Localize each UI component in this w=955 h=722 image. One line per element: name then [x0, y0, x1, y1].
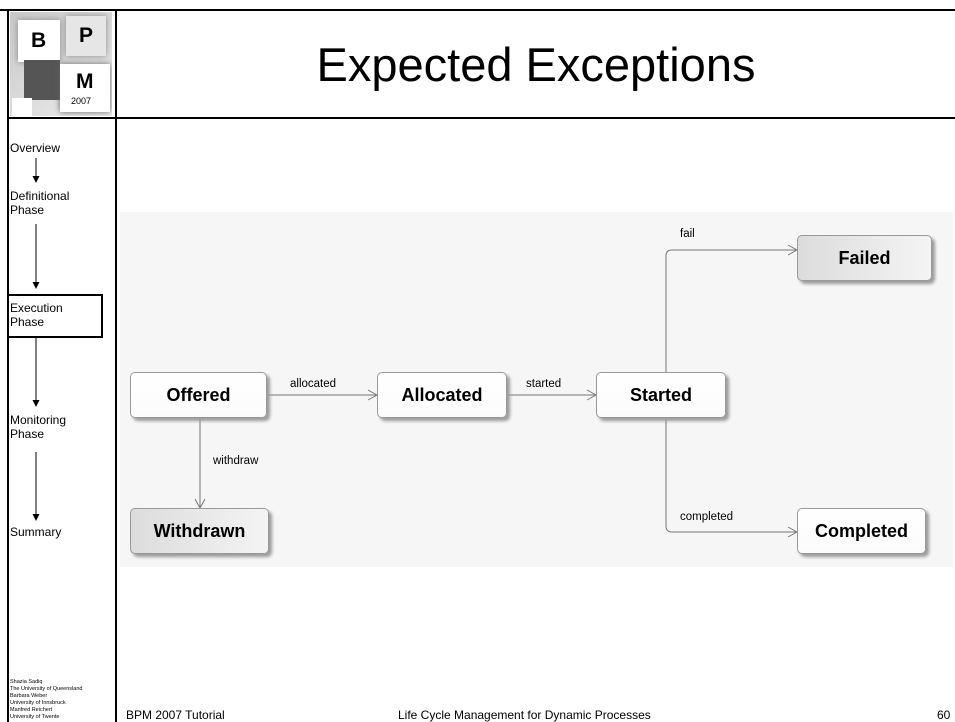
author-line: University of Twente	[10, 714, 60, 720]
nav-item-execution-phase[interactable]: Execution Phase	[10, 301, 63, 329]
author-line: Shazia Sadiq	[10, 679, 43, 685]
footer-subtitle: Life Cycle Management for Dynamic Proces…	[398, 708, 651, 722]
frame-sidebar-divider	[115, 9, 117, 722]
nav-arrow-down-icon	[32, 452, 40, 521]
author-line: University of Innsbruck	[10, 700, 66, 706]
nav-item-monitoring-phase[interactable]: Monitoring Phase	[10, 413, 67, 441]
author-list: Shazia Sadiq The University of Queenslan…	[10, 679, 114, 721]
page-number: 60	[937, 708, 951, 722]
nav-item-summary[interactable]: Summary	[10, 525, 62, 539]
slide-title: Expected Exceptions	[316, 37, 756, 91]
edge-started-failed	[665, 249, 797, 372]
nav-item-overview[interactable]: Overview	[10, 141, 61, 155]
logo-letter-p: P	[79, 24, 94, 47]
footer-tutorial: BPM 2007 Tutorial	[126, 708, 225, 722]
state-completed[interactable]: Completed	[797, 508, 926, 554]
edge-label-fail: fail	[680, 228, 695, 240]
nav-arrow-down-icon	[32, 158, 40, 183]
author-line: Barbara Weber	[10, 693, 48, 699]
bpm-2007-logo: B P M 2007	[10, 12, 112, 116]
edge-label-allocated: allocated	[290, 378, 337, 390]
nav-item-definitional-phase[interactable]: Definitional Phase	[10, 189, 70, 217]
nav-arrow-down-icon	[32, 224, 40, 289]
state-offered[interactable]: Offered	[130, 372, 267, 418]
state-failed[interactable]: Failed	[797, 235, 932, 281]
edge-label-withdraw: withdraw	[213, 455, 259, 467]
frame-top-line	[0, 9, 955, 11]
nav-active-highlight	[7, 294, 103, 338]
logo-year: 2007	[71, 96, 92, 106]
state-started[interactable]: Started	[596, 372, 726, 418]
frame-header-divider	[7, 117, 955, 119]
nav-arrow-down-icon	[32, 338, 40, 407]
edge-label-started: started	[526, 378, 562, 390]
author-line: Manfred Reichert	[10, 707, 53, 713]
author-line: The University of Queensland	[10, 686, 83, 692]
edge-label-completed: completed	[680, 511, 734, 523]
state-allocated[interactable]: Allocated	[377, 372, 507, 418]
frame-left-line	[7, 9, 9, 722]
logo-letter-b: B	[31, 29, 47, 52]
logo-letter-m: M	[76, 70, 94, 93]
edge-started-completed	[665, 418, 797, 533]
state-withdrawn[interactable]: Withdrawn	[130, 508, 269, 554]
